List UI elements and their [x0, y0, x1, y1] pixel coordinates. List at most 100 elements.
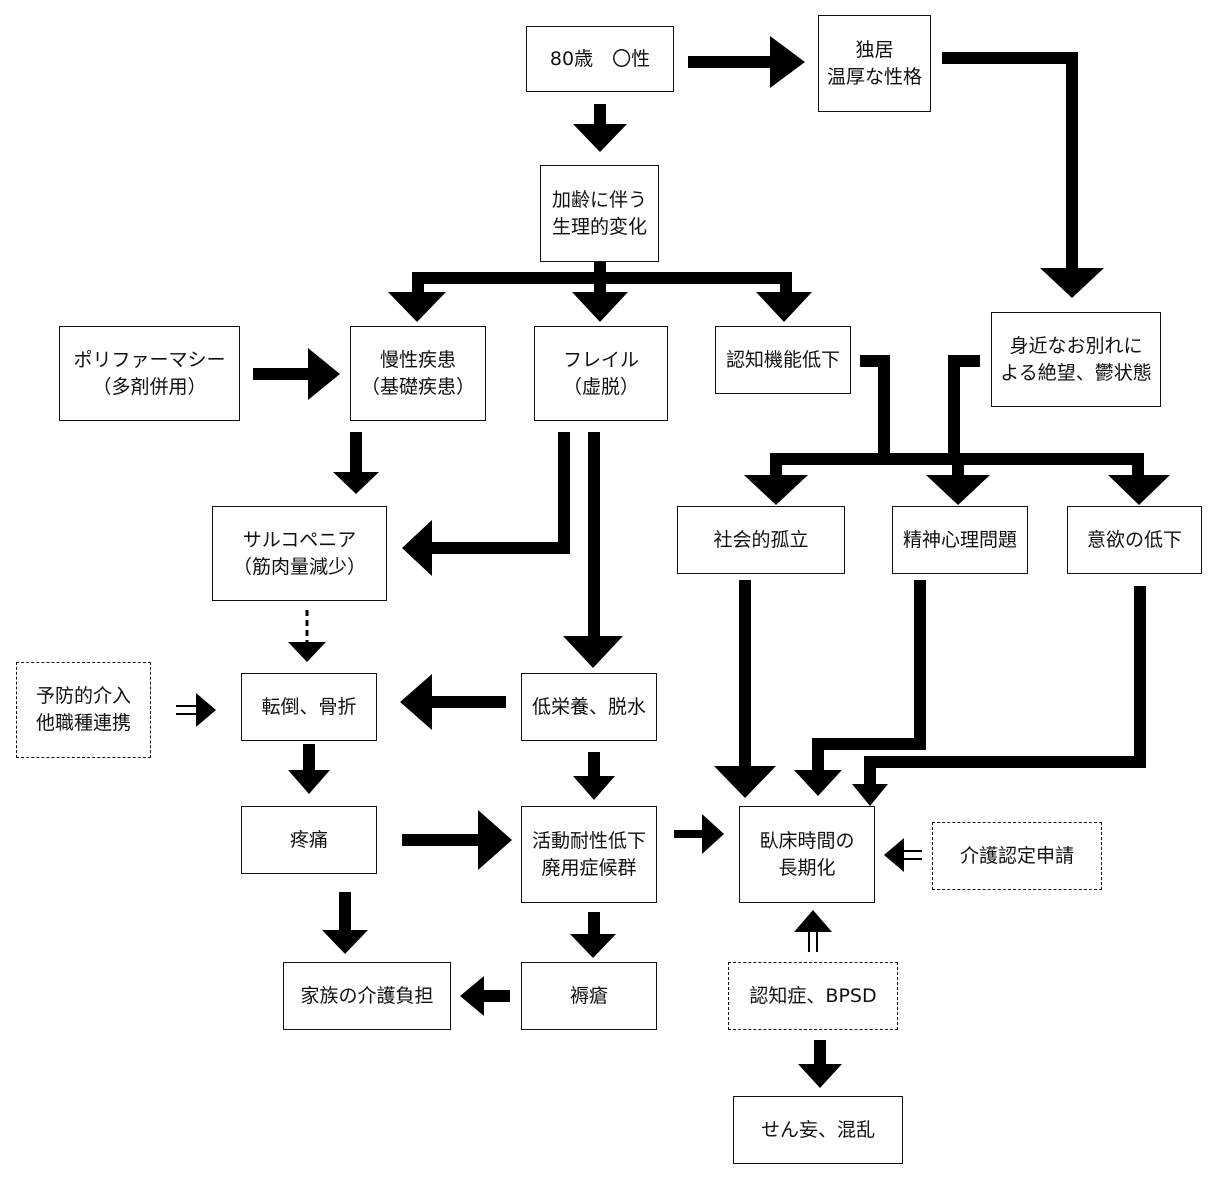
node-label-line: 社会的孤立 — [713, 528, 809, 551]
node-label-line: 活動耐性低下 — [531, 829, 646, 852]
arrow-motivation-bedridden-head — [852, 784, 888, 806]
arrow-isolation-bedridden-shaft — [739, 580, 751, 770]
arrow-mental-down — [914, 580, 926, 750]
arrow-cognitive-down — [878, 355, 890, 465]
arrow-bereavement-down — [948, 355, 960, 465]
node-label-line: 慢性疾患 — [379, 348, 456, 371]
node-pressure: 褥瘡 — [521, 962, 657, 1030]
node-motivation: 意欲の低下 — [1067, 506, 1202, 574]
arrow-frailty-sarcopenia-down — [558, 432, 570, 554]
node-label-line: （多剤併用） — [92, 375, 207, 398]
arrow-dementia-delirium-shaft — [814, 1040, 826, 1068]
arrow-pain-activity-head — [478, 810, 512, 870]
arrow-activity-pressure-head — [570, 934, 616, 958]
node-malnutrition: 低栄養、脱水 — [521, 673, 657, 741]
arrow-living-bereavement-shaft — [1066, 52, 1078, 270]
node-label-line: 加齢に伴う — [551, 188, 647, 211]
arrow-psy-isolation-shaft — [770, 453, 782, 477]
arrow-activity-bedridden-shaft — [674, 830, 704, 838]
arrow-mental-bedridden-head — [794, 770, 842, 796]
arrow-aging-chronic-shaft — [412, 272, 424, 294]
arrow-care-bedridden-head — [884, 838, 904, 872]
arrow-malnutrition-fall-head — [400, 674, 432, 730]
node-frailty: フレイル （虚脱） — [534, 326, 668, 421]
arrow-frailty-malnutrition-head — [563, 636, 623, 668]
arrow-aging-frailty-shaft — [594, 272, 606, 294]
node-label-line: 臥床時間の — [759, 829, 855, 852]
node-label-line: 身近なお別れに — [1009, 334, 1143, 357]
node-isolation: 社会的孤立 — [677, 506, 845, 574]
node-bedridden: 臥床時間の長期化 — [739, 806, 875, 903]
node-label-line: （基礎疾患） — [360, 375, 475, 398]
arrow-dementia-bedridden-line1 — [808, 930, 810, 952]
arrow-poly-chronic-shaft — [253, 368, 313, 380]
node-label-line: 独居 — [855, 38, 894, 61]
arrow-malnutrition-activity-head — [573, 776, 615, 800]
arrow-pressure-family-shaft — [478, 990, 510, 1002]
node-label-line: フレイル — [562, 348, 639, 371]
arrow-dementia-bedridden-head — [794, 910, 832, 932]
node-dementia: 認知症、BPSD — [728, 962, 898, 1030]
arrow-age-living-shaft — [688, 56, 780, 68]
node-label-line: 生理的変化 — [551, 215, 647, 238]
node-bereavement: 身近なお別れによる絶望、鬱状態 — [991, 312, 1161, 407]
arrow-living-bereavement-head — [1040, 268, 1104, 298]
node-cognitive: 認知機能低下 — [715, 326, 851, 394]
node-label-line: 廃用症候群 — [541, 856, 637, 879]
node-label-line: せん妄、混乱 — [760, 1118, 875, 1141]
node-label-line: 認知症、BPSD — [749, 984, 877, 1007]
node-label-line: 長期化 — [778, 856, 836, 879]
node-activity: 活動耐性低下廃用症候群 — [521, 806, 657, 903]
node-age: 80歳 〇性 — [526, 26, 674, 92]
arrow-psy-motivation-shaft — [1132, 453, 1144, 477]
node-label-line: 低栄養、脱水 — [531, 695, 646, 718]
arrow-motivation-down — [1134, 586, 1146, 768]
node-label-line: サルコペニア — [242, 528, 357, 551]
arrow-prevention-fall-line1 — [176, 705, 198, 707]
node-mental: 精神心理問題 — [892, 506, 1028, 574]
node-label-line: よる絶望、鬱状態 — [1000, 361, 1152, 384]
arrow-frailty-sarcopenia-head — [402, 520, 432, 576]
node-pain: 疼痛 — [241, 806, 377, 874]
arrow-fall-pain-head — [288, 770, 330, 794]
arrow-dementia-bedridden-line2 — [816, 930, 818, 952]
arrow-mental-left — [812, 738, 926, 750]
arrow-aging-cognitive-head — [756, 292, 812, 322]
node-fall: 転倒、骨折 — [241, 673, 377, 741]
arrow-psy-isolation-head — [744, 475, 808, 505]
arrow-aging-frailty-head — [572, 292, 628, 322]
arrow-age-aging-shaft — [594, 104, 606, 130]
arrow-sarcopenia-fall-head — [288, 642, 326, 662]
node-label-line: 80歳 〇性 — [549, 47, 651, 70]
node-chronic: 慢性疾患 （基礎疾患） — [350, 326, 486, 421]
arrow-malnutrition-fall-shaft — [428, 696, 506, 708]
arrow-chronic-sarcopenia-shaft — [350, 432, 362, 476]
node-label-line: 介護認定申請 — [959, 844, 1074, 867]
arrow-frailty-sarcopenia-left — [428, 542, 570, 554]
arrow-psy-mental-head — [926, 475, 990, 505]
arrow-chronic-sarcopenia-head — [333, 472, 379, 494]
arrow-prevention-fall-line2 — [176, 713, 198, 715]
node-delirium: せん妄、混乱 — [733, 1096, 903, 1164]
node-label-line: （虚脱） — [562, 375, 639, 398]
node-prevention: 予防的介入他職種連携 — [16, 662, 151, 758]
node-label-line: （筋肉量減少） — [232, 555, 366, 578]
node-label-line: 褥瘡 — [569, 984, 608, 1007]
arrow-aging-cognitive-shaft — [780, 272, 792, 294]
arrow-pain-family-shaft — [339, 892, 351, 932]
arrow-poly-chronic-head — [308, 348, 340, 400]
node-label-line: 温厚な性格 — [826, 65, 922, 88]
arrow-care-bedridden-line2 — [902, 858, 922, 860]
arrow-age-living-head — [770, 36, 805, 88]
arrow-activity-bedridden-head — [702, 814, 724, 854]
arrow-age-aging-head — [573, 124, 627, 152]
arrow-care-bedridden-line1 — [902, 850, 922, 852]
arrow-motivation-bedridden-shaft — [864, 756, 876, 784]
node-label-line: 認知機能低下 — [725, 348, 840, 371]
node-label-line: 転倒、骨折 — [261, 695, 357, 718]
node-label-line: 意欲の低下 — [1086, 528, 1182, 551]
node-living: 独居温厚な性格 — [818, 15, 931, 112]
arrow-psy-motivation-head — [1108, 475, 1170, 505]
